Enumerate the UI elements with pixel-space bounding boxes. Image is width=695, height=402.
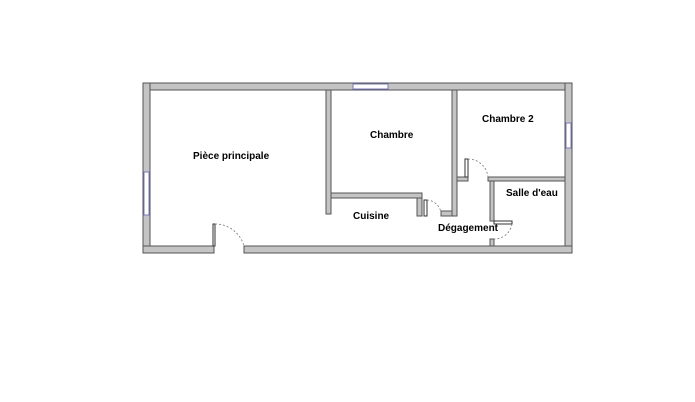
wall-main-right [325, 89, 332, 215]
label-chambre: Chambre [370, 130, 414, 141]
wall-chambre-right [451, 89, 458, 217]
label-chambre-2: Chambre 2 [482, 114, 534, 125]
cuisine-door-swing [426, 199, 442, 214]
doors [212, 158, 513, 247]
outer-wall-bottom-left [142, 245, 215, 254]
chambre2-door-swing [467, 158, 489, 178]
wall-salle-left-a [489, 180, 495, 222]
chambre2-door-leaf [464, 158, 469, 178]
window-left [143, 171, 150, 216]
salle-door-leaf [493, 220, 513, 225]
windows [143, 83, 572, 216]
outer-wall-left [142, 82, 151, 254]
wall-cuisine-top [330, 192, 423, 199]
salle-door-swing [493, 223, 513, 240]
label-piece-principale: Pièce principale [193, 151, 270, 162]
outer-wall-right [564, 82, 573, 254]
entrance-door-leaf [212, 223, 216, 247]
room-labels: Pièce principale Chambre Chambre 2 Salle… [193, 114, 558, 234]
wall-chambre-bottom-stub [440, 210, 453, 217]
wall-cuisine-stub [416, 197, 423, 217]
label-degagement: Dégagement [438, 223, 499, 234]
outer-wall-bottom-right [243, 245, 573, 254]
label-salle-eau: Salle d'eau [506, 188, 558, 199]
window-top [352, 83, 389, 90]
wall-salle-left-b [489, 238, 495, 247]
walls [142, 82, 573, 254]
entrance-door-swing [214, 223, 245, 247]
label-cuisine: Cuisine [353, 211, 390, 222]
cuisine-door-leaf [423, 199, 428, 217]
wall-chambre2-bottom-b [487, 176, 566, 182]
window-right [565, 122, 572, 149]
wall-chambre2-bottom-a [456, 176, 469, 182]
